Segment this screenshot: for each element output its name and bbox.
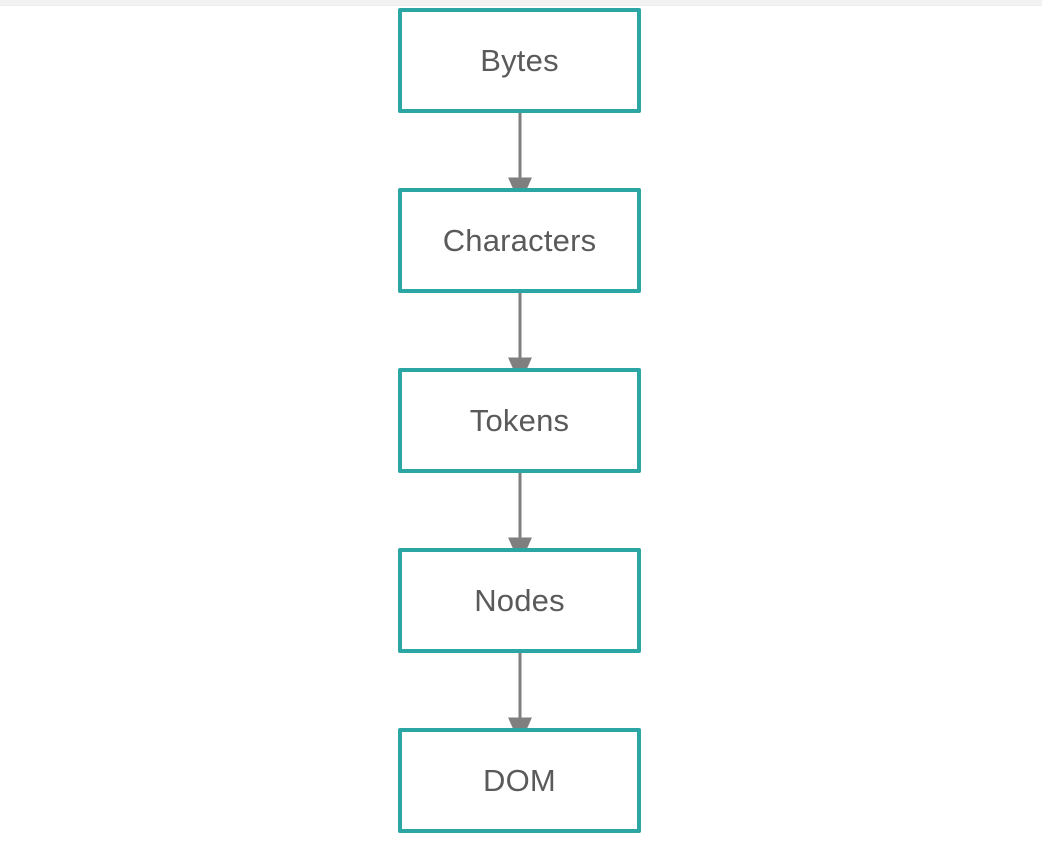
flowchart-node-label: Nodes [474, 583, 565, 618]
top-divider-rule [0, 0, 1042, 6]
flowchart-node-tokens[interactable]: Tokens [398, 368, 641, 473]
flowchart-node-label: Characters [442, 223, 597, 258]
flowchart-node-characters[interactable]: Characters [398, 188, 641, 293]
flowchart-node-label: Tokens [469, 403, 570, 438]
flowchart-node-dom[interactable]: DOM [398, 728, 641, 833]
flowchart-node-nodes[interactable]: Nodes [398, 548, 641, 653]
flowchart-node-bytes[interactable]: Bytes [398, 8, 641, 113]
flowchart-node-label: DOM [483, 763, 556, 798]
flowchart-node-label: Bytes [480, 43, 559, 78]
